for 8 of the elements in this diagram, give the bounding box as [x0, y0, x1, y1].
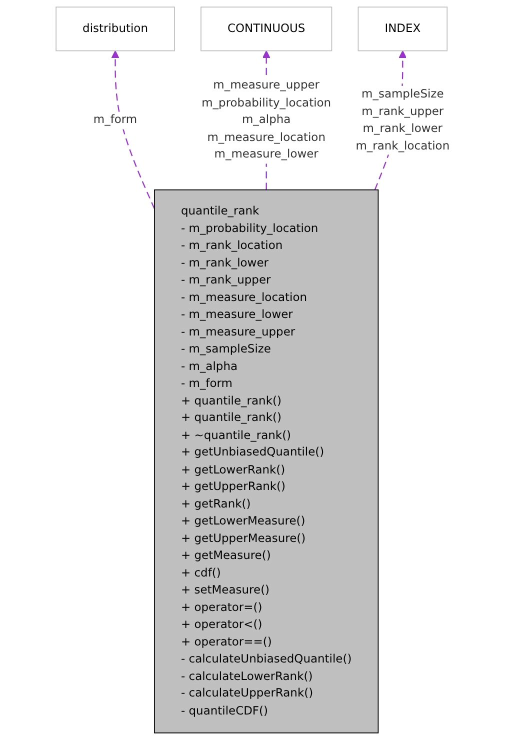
edge-label: m_measure_upper m_probability_location m_alpha m_measure_location m_measure_lower — [201, 79, 331, 162]
node-box: distribution — [55, 6, 175, 52]
edge-label: m_form — [93, 113, 137, 127]
edge-label: m_sampleSize m_rank_upper m_rank_lower m_rank_location — [355, 88, 450, 153]
node-box: quantile_rank - m_probability_location - m_rank_location - m_rank_lower - m_rank_upper - m_measure_location - m_measure_lower - m_measure_upper - m_sampleSize - m_alpha - m_form + quantile_rank() + quantile_rank() + ~quantile_rank() + getUnbiasedQuantile() + getLowerRank() + getUpperRank() + getRank() + getLowerMeasure() + getUpperMeasure() + getMeasure() + cdf() + setMeasure() + operator=() + operator<() + operator==() - calculateUnbiasedQuantile() - calculateLowerRank() - calculateUpperRank() - quantileCDF() — [154, 189, 378, 734]
node-box: INDEX — [357, 6, 448, 52]
node-box: CONTINUOUS — [200, 6, 332, 52]
arrow — [111, 50, 155, 210]
